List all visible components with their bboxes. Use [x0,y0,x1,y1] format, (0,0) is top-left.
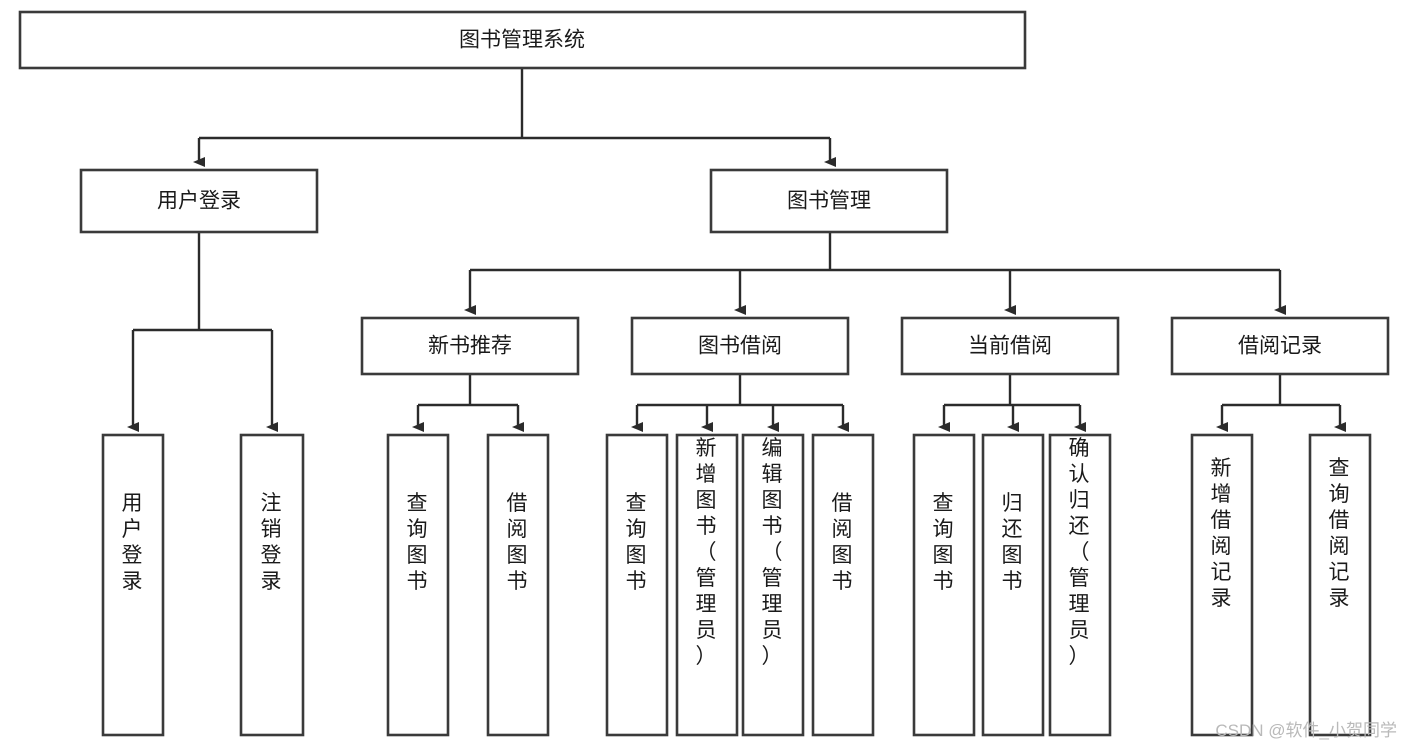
node-current-query-book-label: 查询图书 [933,492,956,593]
node-borrow-query-book-box[interactable] [605,433,669,737]
node-book-borrow[interactable]: 图书借阅 [630,316,850,376]
node-book-borrow-label: 图书借阅 [698,335,782,358]
node-book-management-box[interactable] [709,168,949,234]
node-new-book-recommend[interactable]: 新书推荐 [360,316,580,376]
node-borrow-add-book-label: 新增图书（管理员） [696,437,719,668]
node-recommend-query-book-label: 查询图书 [407,492,430,593]
node-current-query-book-box[interactable] [912,433,976,737]
node-recommend-borrow-book-box[interactable] [486,433,550,737]
node-current-return-book-label: 归还图书 [1002,492,1025,593]
node-current-confirm-return-box[interactable] [1048,433,1112,737]
node-new-book-recommend-label: 新书推荐 [428,335,512,358]
node-record-add-label: 新增借阅记录 [1211,457,1234,610]
node-record-query[interactable]: 查询借阅记录 [1308,433,1372,737]
node-user-login-label: 用户登录 [157,190,241,213]
connector-group-root [193,68,836,167]
node-recommend-borrow-book-label: 借阅图书 [507,492,530,593]
node-user-logout-leaf-box[interactable] [239,433,305,737]
node-borrow-add-book[interactable]: 新增图书（管理员） [675,433,739,737]
node-borrow-borrow-book-box[interactable] [811,433,875,737]
node-borrow-record[interactable]: 借阅记录 [1170,316,1390,376]
node-new-book-recommend-box[interactable] [360,316,580,376]
node-user-login-leaf-box[interactable] [101,433,165,737]
node-borrow-query-book[interactable]: 查询图书 [605,433,669,737]
node-user-login-leaf-label: 用户登录 [122,492,145,593]
node-borrow-edit-book[interactable]: 编辑图书（管理员） [741,433,805,737]
node-borrow-record-label: 借阅记录 [1238,335,1322,358]
node-current-return-book-box[interactable] [981,433,1045,737]
node-book-borrow-box[interactable] [630,316,850,376]
node-current-borrow[interactable]: 当前借阅 [900,316,1120,376]
node-record-query-box[interactable] [1308,433,1372,737]
connector-group-book-management [464,232,1286,315]
node-current-confirm-return-label: 确认归还（管理员） [1069,437,1092,668]
node-borrow-borrow-book[interactable]: 借阅图书 [811,433,875,737]
node-root-box[interactable] [18,10,1027,70]
node-book-management[interactable]: 图书管理 [709,168,949,234]
node-borrow-edit-book-box[interactable] [741,433,805,737]
node-book-management-label: 图书管理 [787,190,871,213]
node-borrow-record-box[interactable] [1170,316,1390,376]
node-current-borrow-label: 当前借阅 [968,335,1052,358]
connector-group-current-borrow [938,374,1086,432]
node-current-query-book[interactable]: 查询图书 [912,433,976,737]
node-root-label: 图书管理系统 [459,29,585,52]
node-record-query-label: 查询借阅记录 [1329,457,1352,610]
connector-group-book-borrow [631,374,849,432]
node-user-logout-leaf-label: 注销登录 [261,492,284,593]
node-user-login-box[interactable] [79,168,319,234]
node-record-add[interactable]: 新增借阅记录 [1190,433,1254,737]
node-root[interactable]: 图书管理系统 [18,10,1027,70]
node-borrow-edit-book-label: 编辑图书（管理员） [762,437,785,668]
connector-group-new-book-recommend [412,374,524,432]
node-borrow-borrow-book-label: 借阅图书 [832,492,855,593]
node-recommend-borrow-book[interactable]: 借阅图书 [486,433,550,737]
node-recommend-query-book[interactable]: 查询图书 [386,433,450,737]
connector-group-user-login [127,232,278,432]
node-current-borrow-box[interactable] [900,316,1120,376]
node-current-confirm-return[interactable]: 确认归还（管理员） [1048,433,1112,737]
node-recommend-query-book-box[interactable] [386,433,450,737]
node-borrow-add-book-box[interactable] [675,433,739,737]
node-current-return-book[interactable]: 归还图书 [981,433,1045,737]
node-record-add-box[interactable] [1190,433,1254,737]
node-user-login[interactable]: 用户登录 [79,168,319,234]
csdn-watermark: CSDN @软件_小贺同学 [1215,721,1397,740]
connector-group-borrow-record [1216,374,1346,432]
node-borrow-query-book-label: 查询图书 [626,492,649,593]
node-user-logout-leaf[interactable]: 注销登录 [239,433,305,737]
node-user-login-leaf[interactable]: 用户登录 [101,433,165,737]
